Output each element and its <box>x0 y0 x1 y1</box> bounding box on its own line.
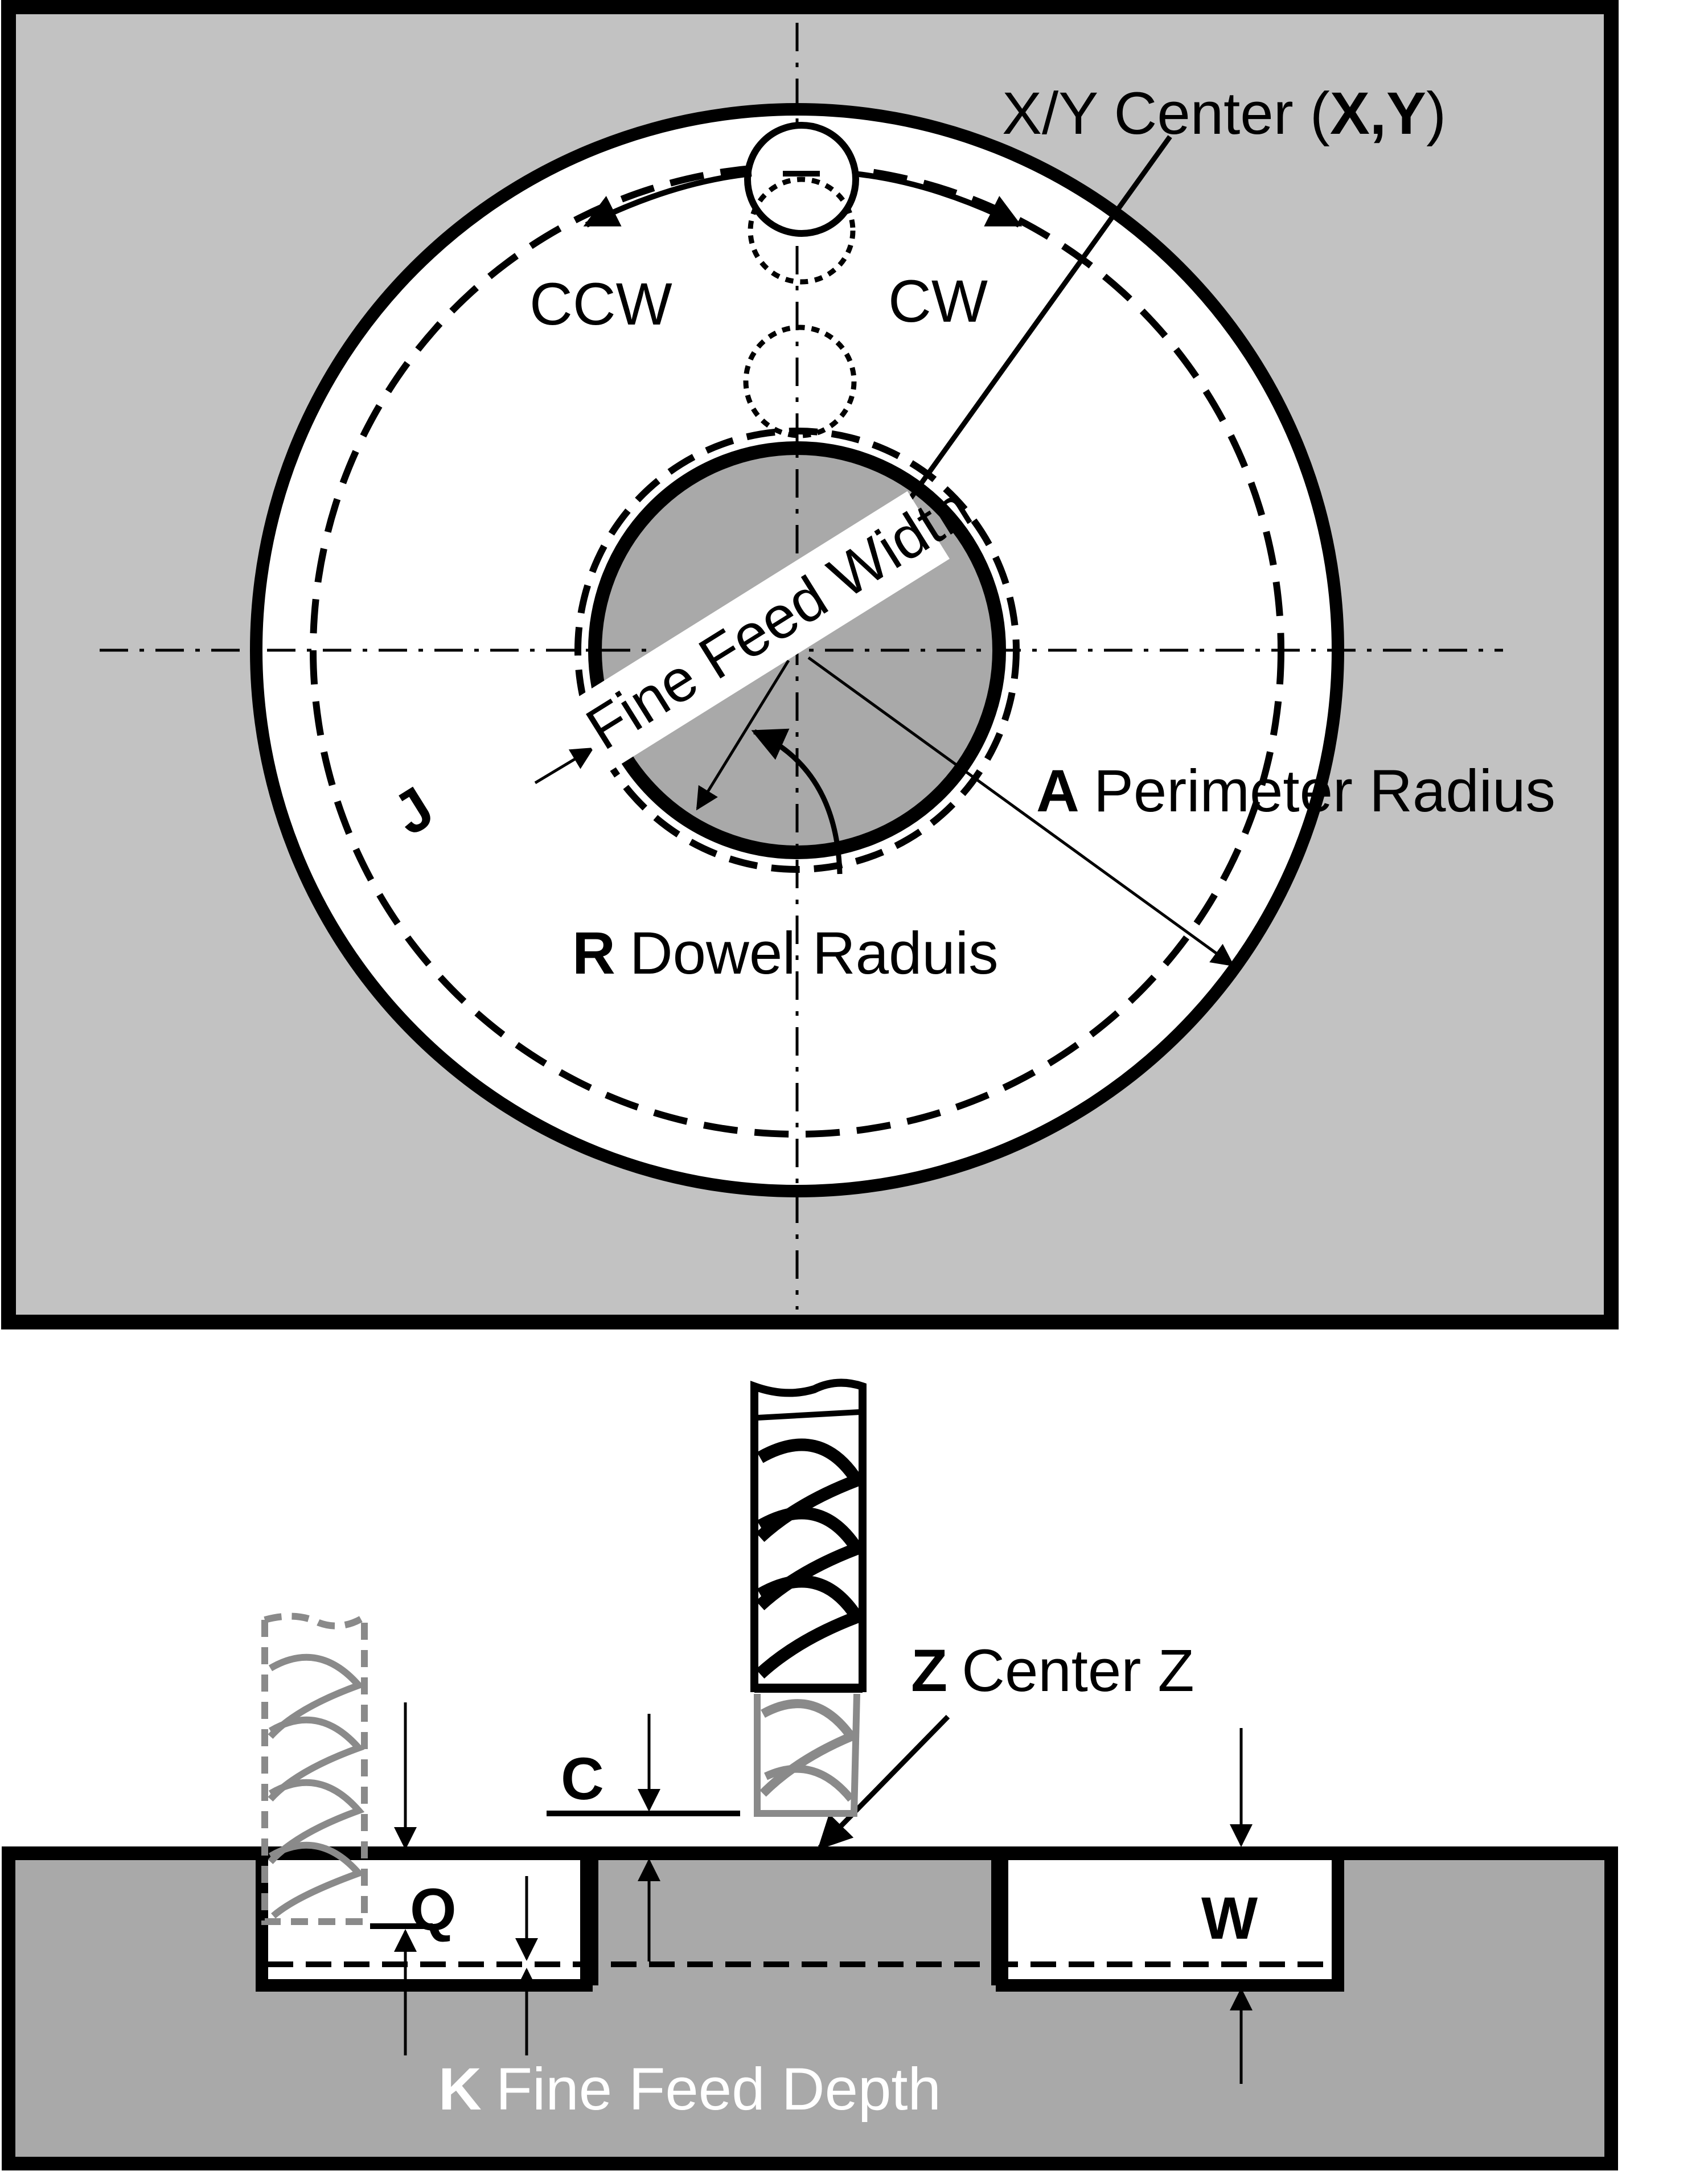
top-view: Fine Feed Width J X/Y Center (X,Y) CCW C… <box>1 0 1619 1329</box>
cw-label: CW <box>888 268 988 335</box>
cw-arrow <box>853 171 1023 228</box>
ccw-arrow <box>583 171 752 228</box>
dowel-radius-dimension <box>696 659 790 811</box>
z-center-leader <box>817 1714 950 1850</box>
c-letter: C <box>561 1746 604 1812</box>
end-mill-icon <box>750 1378 867 1817</box>
dowel-radius-leader <box>751 728 843 875</box>
perimeter-radius-dimension <box>807 656 1235 967</box>
fine-feed-width-label-bg <box>564 491 950 773</box>
ghost-end-mill-icon <box>261 1612 368 1925</box>
fine-feed-width-arrow-outer <box>534 747 594 785</box>
boss-side <box>592 1856 997 1979</box>
tool-entry-circle <box>743 325 857 438</box>
ccw-label: CCW <box>529 271 672 338</box>
q-letter: Q <box>410 1877 457 1943</box>
tool-ramp-circle <box>748 177 856 285</box>
w-letter: W <box>1201 1885 1258 1952</box>
xy-center-label: X/Y Center (X,Y) <box>1002 80 1446 147</box>
